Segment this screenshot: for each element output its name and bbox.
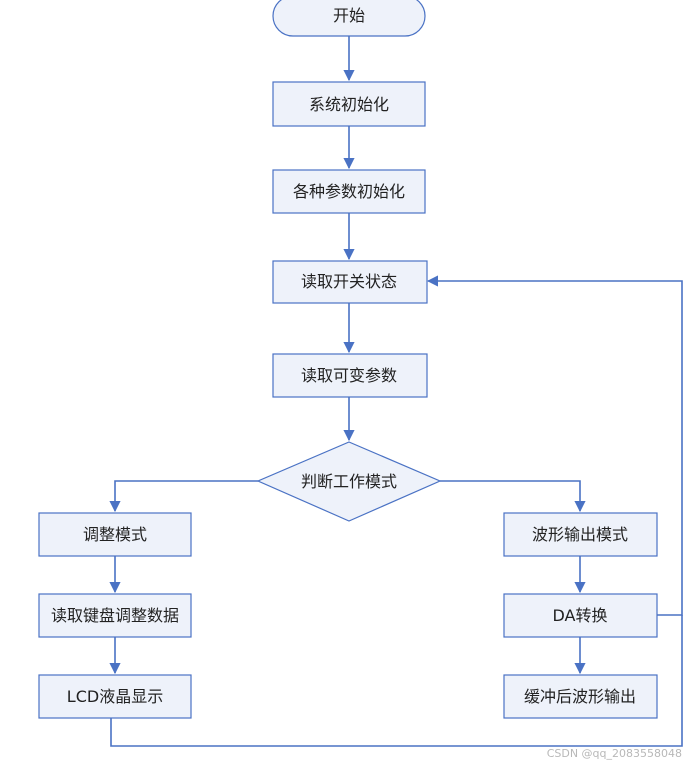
param-init-node: 各种参数初始化 — [272, 169, 426, 214]
read-var-label: 读取可变参数 — [301, 366, 397, 385]
buffer-label: 缓冲后波形输出 — [524, 687, 636, 706]
connectors — [109, 36, 683, 747]
read-keyboard-label: 读取键盘调整数据 — [51, 606, 179, 625]
read-var-node: 读取可变参数 — [272, 353, 428, 398]
watermark: CSDN @qq_2083558048 — [546, 747, 682, 760]
adjust-mode-node: 调整模式 — [38, 512, 192, 557]
sys-init-node: 系统初始化 — [272, 81, 426, 127]
start-node: 开始 — [272, 0, 426, 37]
da-node: DA转换 — [503, 593, 658, 638]
edge-decision-to-wave-mode — [440, 480, 586, 513]
buffer-node: 缓冲后波形输出 — [503, 674, 658, 719]
read-switch-node: 读取开关状态 — [272, 260, 428, 304]
read-switch-label: 读取开关状态 — [301, 272, 397, 291]
lcd-node: LCD液晶显示 — [38, 674, 192, 719]
edge-da-loop-to-read-switch — [426, 275, 683, 616]
edge-decision-to-adjust-mode — [109, 480, 258, 513]
wave-mode-label: 波形输出模式 — [532, 525, 628, 544]
start-label: 开始 — [333, 6, 365, 25]
decision-label: 判断工作模式 — [301, 472, 397, 491]
edge-lcd-loop-to-read-switch — [110, 615, 683, 747]
adjust-mode-label: 调整模式 — [83, 525, 147, 544]
da-label: DA转换 — [553, 606, 608, 625]
read-keyboard-node: 读取键盘调整数据 — [38, 593, 192, 638]
param-init-label: 各种参数初始化 — [293, 182, 405, 201]
sys-init-label: 系统初始化 — [309, 95, 389, 114]
wave-mode-node: 波形输出模式 — [503, 512, 658, 557]
decision-node: 判断工作模式 — [256, 441, 442, 522]
lcd-label: LCD液晶显示 — [67, 687, 163, 706]
